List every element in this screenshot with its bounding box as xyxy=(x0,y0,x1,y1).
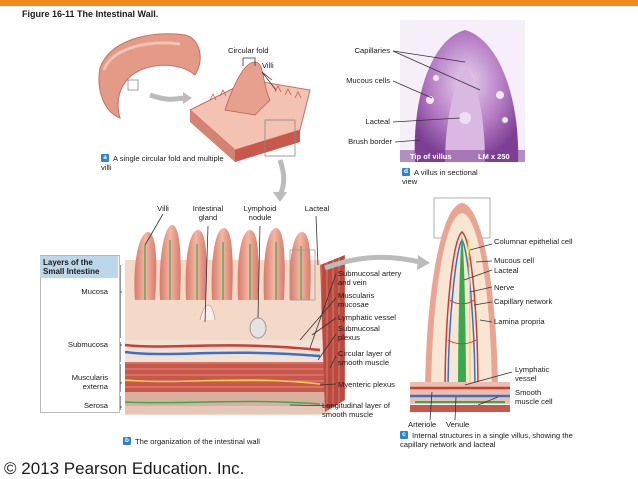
caption-b-text: The organization of the intestinal wall xyxy=(135,437,260,446)
layers-legend-box xyxy=(40,255,120,413)
circular-fold-bracket xyxy=(242,57,256,66)
label-intestinal-gland: Intestinal gland xyxy=(192,204,224,222)
wall-right-leaders xyxy=(289,273,337,407)
label-venule: Venule xyxy=(446,420,470,429)
label-submucosal-artery-vein: Submucosal artery and vein xyxy=(338,269,402,287)
label-brush-border: Brush border xyxy=(348,137,392,146)
label-lymphatic-vessel-b: Lymphatic vessel xyxy=(338,313,396,322)
intestine-tube-illustration xyxy=(98,33,201,119)
label-muscularis-externa: Muscularis externa xyxy=(71,373,108,391)
villi-leader xyxy=(261,71,277,91)
villus-c-leaders xyxy=(429,243,513,421)
label-mucosa: Mucosa xyxy=(81,287,108,296)
mucous-cells-leader xyxy=(392,80,433,99)
label-mucous-cells: Mucous cells xyxy=(346,76,390,85)
badge-c: c xyxy=(400,431,408,439)
caption-c-text: Internal structures in a single villus, … xyxy=(400,431,573,449)
label-lymphoid-nodule: Lymphoid nodule xyxy=(243,204,277,222)
brush-border-leader xyxy=(394,139,421,143)
label-circular-fold: Circular fold xyxy=(228,46,269,55)
label-mucous-cell: Mucous cell xyxy=(494,256,535,265)
nodule-leader xyxy=(257,225,261,319)
circular-fold-illustration xyxy=(189,61,311,202)
label-smooth-muscle-cell: Smooth muscle cell xyxy=(515,388,553,406)
badge-d: d xyxy=(402,168,410,176)
caption-b: b The organization of the intestinal wall xyxy=(123,437,323,446)
label-submucosa: Submucosa xyxy=(67,340,108,349)
label-lacteal-b: Lacteal xyxy=(304,204,330,213)
villi-b-leader xyxy=(144,213,164,246)
label-lamina-propria: Lamina propria xyxy=(494,317,545,326)
figure-title: Figure 16-11 The Intestinal Wall. xyxy=(22,9,159,19)
label-capillaries: Capillaries xyxy=(354,46,390,55)
villus-zoom-box xyxy=(289,249,316,301)
label-longitudinal-layer: Longitudinal layer of smooth muscle xyxy=(322,401,390,419)
copyright-notice: © 2013 Pearson Education. Inc. xyxy=(4,459,245,478)
lacteal-b-leader xyxy=(315,215,319,266)
gland-leader xyxy=(204,225,209,323)
label-columnar-epithelial-cell: Columnar epithelial cell xyxy=(494,237,573,246)
badge-a: a xyxy=(101,154,109,162)
label-lacteal-c: Lacteal xyxy=(494,266,519,275)
label-muscularis-mucosae: Muscularis mucosae xyxy=(338,291,375,309)
single-villus-illustration xyxy=(410,197,510,412)
label-villi-b: Villi xyxy=(157,204,169,213)
villi-row xyxy=(134,225,311,300)
label-myenteric-plexus: Myenteric plexus xyxy=(338,380,395,389)
zoom-arrow xyxy=(324,254,421,271)
label-circular-layer: Circular layer of smooth muscle xyxy=(338,349,392,367)
caption-a-text: A single circular fold and multiple vill… xyxy=(101,154,224,172)
label-magnification: LM x 250 xyxy=(478,152,510,161)
label-capillary-network: Capillary network xyxy=(494,297,553,306)
layers-title: Layers of the Small Intestine xyxy=(40,256,118,278)
label-villi-a: Villi xyxy=(262,61,274,70)
label-tip-of-villus: Tip of villus xyxy=(410,152,452,161)
villus-micrograph xyxy=(400,20,525,162)
label-serosa: Serosa xyxy=(83,401,108,410)
lacteal-micro-leader xyxy=(392,117,461,123)
label-lymphatic-vessel-c: Lymphatic vessel xyxy=(515,365,550,383)
label-nerve: Nerve xyxy=(494,283,515,292)
label-submucosal-plexus: Submucosal plexus xyxy=(338,324,380,342)
label-lacteal-d: Lacteal xyxy=(365,117,391,126)
caption-d-text: A villus in sectional view xyxy=(402,168,478,186)
badge-b: b xyxy=(123,437,131,445)
capillaries-leader xyxy=(392,50,481,91)
label-arteriole: Arteriole xyxy=(408,420,437,429)
zoom-arrow-head xyxy=(417,255,430,270)
top-accent-bar xyxy=(0,0,638,6)
